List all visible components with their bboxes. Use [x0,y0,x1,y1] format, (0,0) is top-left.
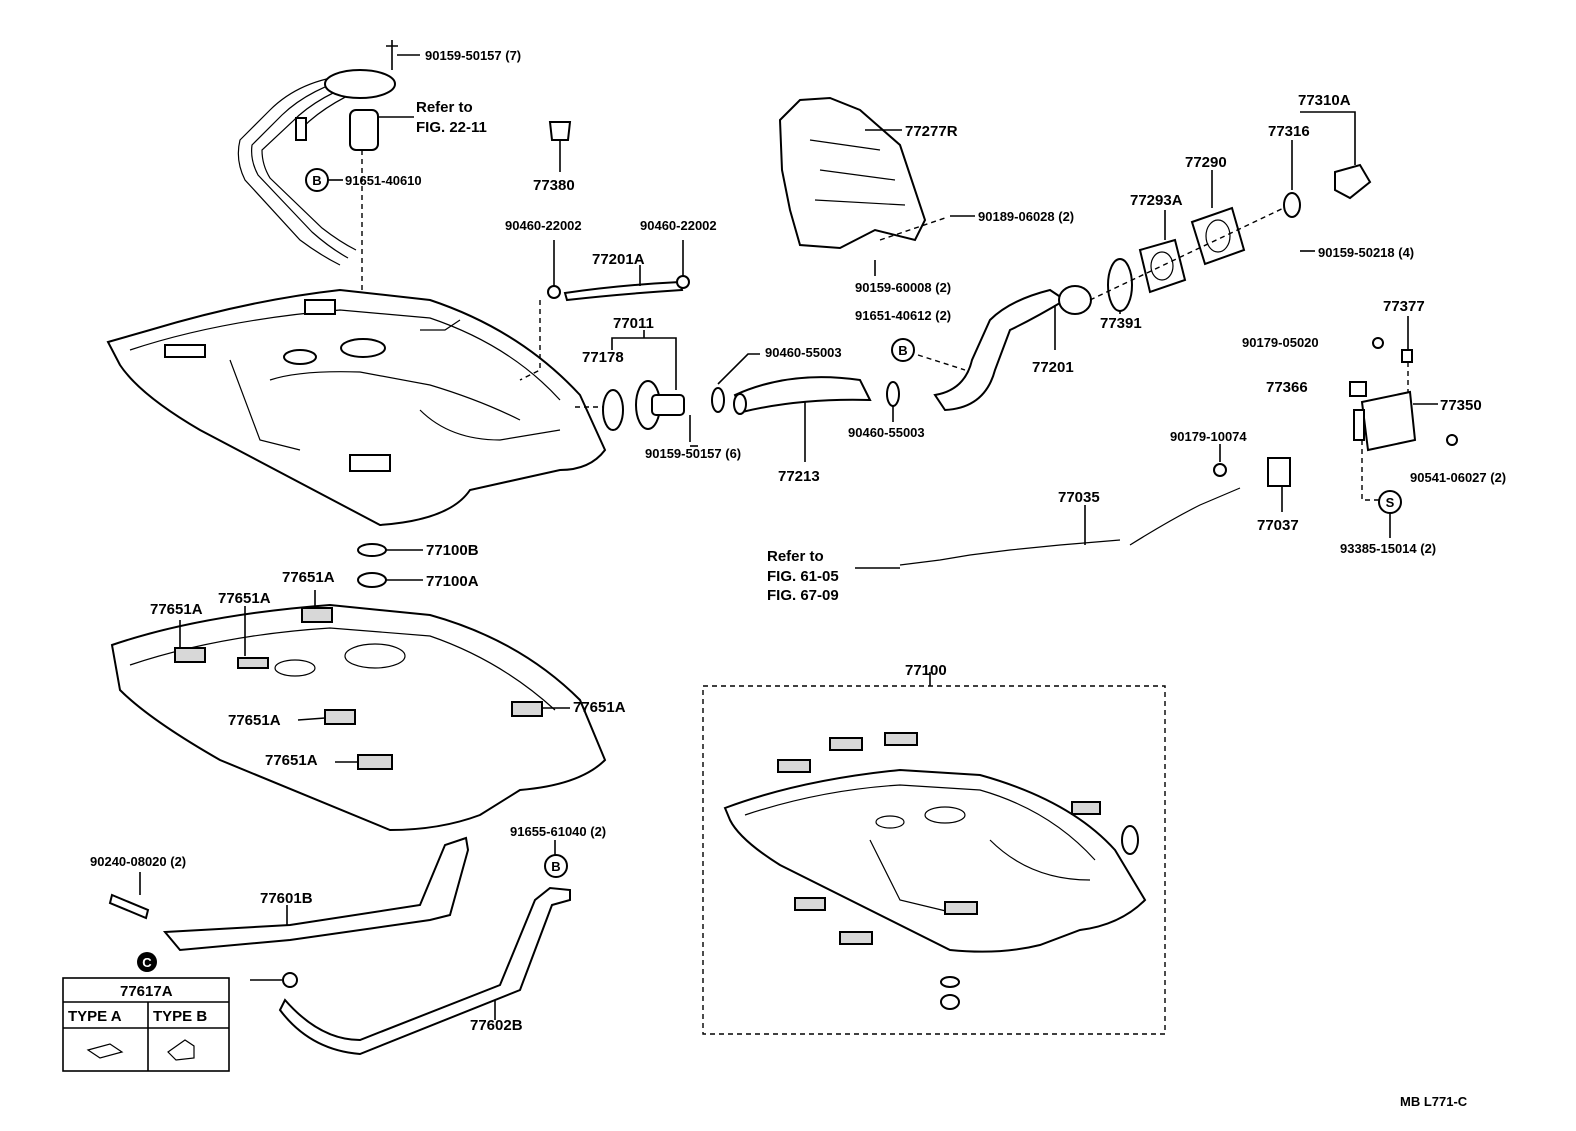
label-90460-55003-b: 90460-55003 [848,425,925,440]
label-90159-50157-7: 90159-50157 (7) [425,48,521,63]
ref-pump-line2: FIG. 22-11 [416,119,487,136]
label-77651A-6: 77651A [265,752,318,769]
label-77277R: 77277R [905,123,958,140]
part-filler-flanges [1089,170,1315,314]
ref-cable-line2: FIG. 61-05 [767,568,839,585]
label-77178: 77178 [582,349,624,366]
part-77100-bushings [357,543,423,588]
label-77100B: 77100B [426,542,479,559]
type-a-header: TYPE A [68,1008,122,1025]
marker-b-2: B [891,338,915,362]
label-90179-10074: 90179-10074 [1170,429,1247,444]
label-77651A-5: 77651A [573,699,626,716]
part-fuel-lid [1349,316,1458,538]
label-77293A: 77293A [1130,192,1183,209]
label-77037: 77037 [1257,517,1299,534]
label-90159-60008: 90159-60008 (2) [855,280,951,295]
label-77310A: 77310A [1298,92,1351,109]
label-77100: 77100 [905,662,947,679]
label-77290: 77290 [1185,154,1227,171]
label-77651A-2: 77651A [150,601,203,618]
label-77350: 77350 [1440,397,1482,414]
ref-pump-line1: Refer to [416,99,473,116]
part-77380 [548,121,572,172]
marker-b-3-letter: B [551,859,560,874]
label-77100A: 77100A [426,573,479,590]
ref-cable-line3: FIG. 67-09 [767,587,839,604]
part-opener-cable [855,444,1291,569]
part-77213-hose [711,353,900,462]
label-90240-08020: 90240-08020 (2) [90,854,186,869]
label-90159-50218: 90159-50218 (4) [1318,245,1414,260]
label-77617A: 77617A [120,983,173,1000]
label-77651A-1: 77651A [282,569,335,586]
label-93385-15014: 93385-15014 (2) [1340,541,1436,556]
label-77011: 77011 [613,315,654,332]
part-fuel-cap [1283,111,1372,218]
marker-b-1: B [305,168,329,192]
label-77651A-3: 77651A [218,590,271,607]
fuel-tank-straps [108,836,571,1056]
label-77213: 77213 [778,468,820,485]
label-77366: 77366 [1266,379,1308,396]
type-b-header: TYPE B [153,1008,207,1025]
label-77316: 77316 [1268,123,1310,140]
clip-type-table [62,977,230,1072]
marker-b-1-letter: B [312,173,321,188]
label-90460-55003-a: 90460-55003 [765,345,842,360]
label-91651-40610: 91651-40610 [345,173,422,188]
fuel-tank-upper [106,288,607,527]
label-90189-06028: 90189-06028 (2) [978,209,1074,224]
fuel-pump-assembly [237,40,420,330]
marker-c-1-letter: C [142,955,152,970]
marker-c-1: C [137,952,157,972]
label-77035: 77035 [1058,489,1100,506]
part-77277R-shield [778,96,975,276]
marker-s-1: S [1378,490,1402,514]
label-90541-06027: 90541-06027 (2) [1410,470,1506,485]
label-77377: 77377 [1383,298,1425,315]
marker-s-1-letter: S [1386,495,1395,510]
label-90460-22002-a: 90460-22002 [505,218,582,233]
label-77201A: 77201A [592,251,645,268]
diagram-code: MB L771-C [1400,1094,1468,1109]
label-90179-05020: 90179-05020 [1242,335,1319,350]
label-91655-61040: 91655-61040 (2) [510,824,606,839]
label-77602B: 77602B [470,1017,523,1034]
label-77391: 77391 [1100,315,1142,332]
part-77201-filler-pipe [917,285,1092,412]
label-77601B: 77601B [260,890,313,907]
label-90460-22002-b: 90460-22002 [640,218,717,233]
fuel-tank-lower [110,590,607,832]
tank-assembly-box [702,672,1166,1035]
part-77201A-hose [547,240,690,302]
marker-b-3: B [544,854,568,878]
marker-b-2-letter: B [898,343,907,358]
label-90159-50157-6: 90159-50157 (6) [645,446,741,461]
ref-cable-line1: Refer to [767,548,824,565]
label-91651-40612: 91651-40612 (2) [855,308,951,323]
label-77201: 77201 [1032,359,1074,376]
part-77011-77178 [602,330,698,447]
label-77380: 77380 [533,177,575,194]
label-77651A-4: 77651A [228,712,281,729]
